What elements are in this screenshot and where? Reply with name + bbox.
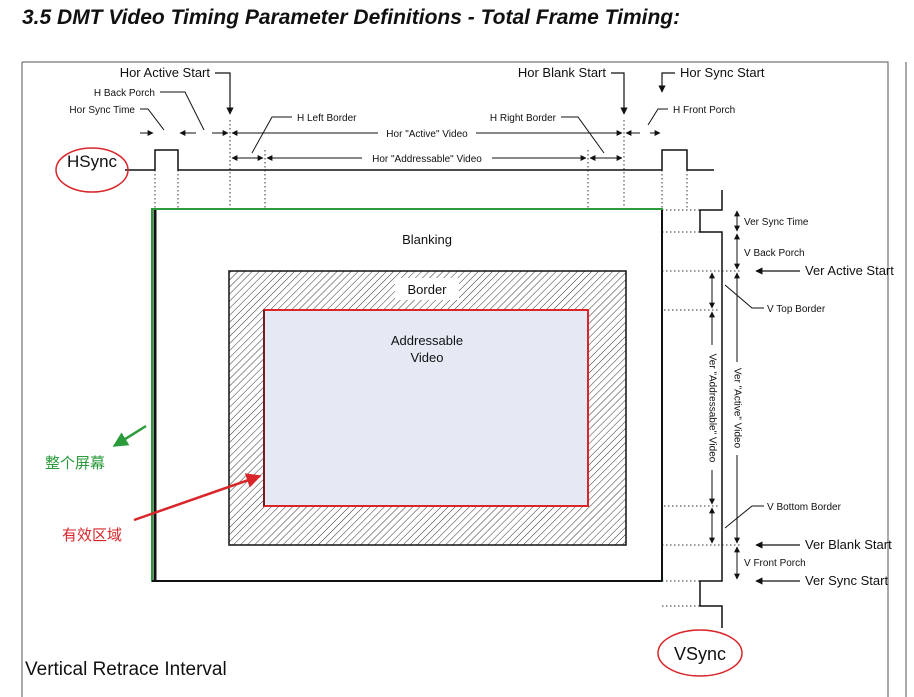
v-bottom-border-label: V Bottom Border (767, 502, 842, 513)
vsync-label: VSync (674, 644, 726, 664)
addressable-video-region (263, 309, 589, 507)
blanking-label: Blanking (402, 232, 452, 247)
hor-active-start-label: Hor Active Start (120, 65, 211, 80)
hor-blank-start-label: Hor Blank Start (518, 65, 607, 80)
ver-sync-time-label: Ver Sync Time (744, 217, 809, 228)
ver-addressable-video-label: Ver "Addressable" Video (706, 354, 717, 463)
addressable-label-line2: Video (410, 350, 443, 365)
hor-sync-start-label: Hor Sync Start (680, 65, 765, 80)
ver-blank-start-label: Ver Blank Start (805, 537, 892, 552)
ver-active-video-label: Ver "Active" Video (731, 368, 742, 449)
v-top-border-label: V Top Border (767, 304, 826, 315)
whole-screen-label: 整个屏幕 (45, 454, 105, 472)
v-guide-lines (588, 209, 740, 607)
whole-screen-arrow (112, 424, 147, 448)
v-back-porch-label: V Back Porch (744, 248, 805, 259)
vsync-waveform (699, 190, 723, 628)
valid-area-label: 有效区域 (62, 526, 122, 544)
v-front-porch-label: V Front Porch (744, 558, 806, 569)
hsync-waveform (125, 149, 714, 171)
figure-border (21, 61, 889, 697)
vsync-ellipse (657, 629, 743, 677)
h-left-border-label: H Left Border (297, 113, 357, 124)
valid-area-arrow (133, 473, 262, 522)
hor-sync-time-label: Hor Sync Time (69, 105, 135, 116)
hsync-label: HSync (67, 152, 118, 171)
hsync-ellipse (55, 147, 129, 193)
hor-addressable-video-label: Hor "Addressable" Video (372, 154, 482, 165)
border-label: Border (407, 282, 447, 297)
h-front-porch-label: H Front Porch (673, 105, 735, 116)
h-back-porch-label: H Back Porch (94, 88, 155, 99)
vertical-retrace-interval-label: Vertical Retrace Interval (25, 659, 227, 680)
hor-active-video-label: Hor "Active" Video (386, 129, 468, 140)
ver-active-start-label: Ver Active Start (805, 263, 894, 278)
ver-sync-start-label: Ver Sync Start (805, 573, 888, 588)
addressable-label-line1: Addressable (391, 333, 463, 348)
page-title: 3.5 DMT Video Timing Parameter Definitio… (22, 6, 681, 29)
h-right-border-label: H Right Border (490, 113, 557, 124)
